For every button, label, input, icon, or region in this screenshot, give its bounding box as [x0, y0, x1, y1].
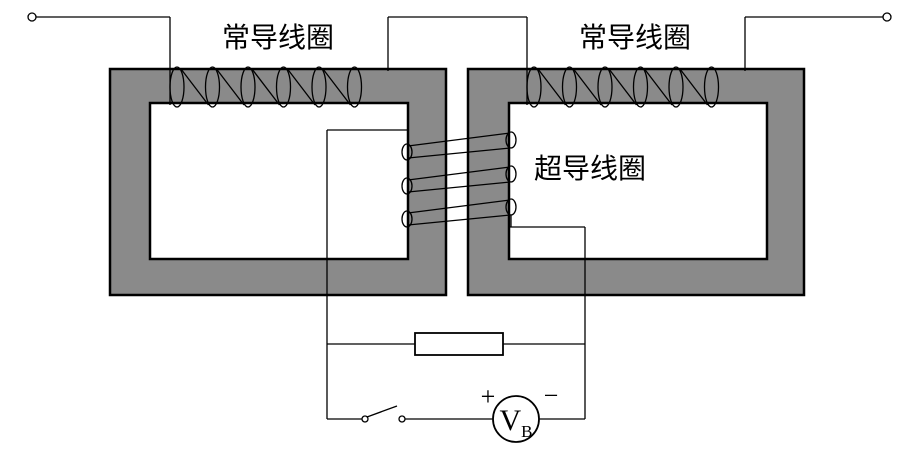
coil-connector	[679, 68, 709, 106]
super-coil-loop-left	[401, 177, 413, 195]
right-normal-coil	[526, 12, 892, 108]
source-plus: +	[481, 382, 496, 411]
left-normal-coil	[27, 12, 528, 108]
super-coil-windings	[401, 130, 517, 228]
super-coil-loop-right	[505, 165, 517, 183]
switch-source-branch: VB + −	[327, 381, 585, 443]
coil-connector	[608, 68, 638, 106]
resistor-branch	[327, 332, 585, 356]
right-core-window	[507, 101, 769, 261]
coil-turn	[204, 66, 221, 108]
super-coil-span	[407, 214, 511, 226]
coil-turn	[597, 66, 613, 108]
coil-turn	[632, 66, 649, 108]
switch-contact-left	[361, 415, 369, 423]
left-core	[108, 67, 448, 297]
coil-turn	[240, 66, 256, 108]
coil-turn	[561, 66, 578, 108]
switch-contact-right	[398, 415, 406, 423]
left-coil-label: 常导线圈	[222, 21, 334, 54]
right-terminal	[882, 12, 892, 22]
super-coil-span	[407, 132, 511, 147]
coil-connector	[643, 68, 673, 106]
coil-connector	[215, 68, 245, 106]
coil-connector	[180, 68, 210, 106]
coil-connector	[537, 68, 567, 106]
coil-connector	[286, 68, 316, 106]
super-coil-label: 超导线圈	[534, 152, 646, 185]
coil-turn	[703, 66, 720, 108]
superconducting-coil	[326, 129, 586, 419]
resistor	[414, 332, 504, 356]
coil-turn	[311, 66, 327, 108]
super-coil-span	[407, 166, 511, 181]
coil-turn	[275, 66, 292, 108]
switch-blade	[366, 405, 398, 418]
super-coil-span	[407, 147, 511, 159]
super-coil-loop-left	[401, 210, 413, 228]
coil-turn	[526, 66, 542, 108]
coil-turn	[668, 66, 684, 108]
source-letter: VB	[499, 404, 532, 441]
super-coil-loop-right	[505, 131, 517, 149]
source-minus: −	[544, 381, 559, 410]
coil-connector	[322, 68, 352, 106]
super-coil-span	[407, 199, 511, 214]
left-terminal	[27, 12, 37, 22]
super-coil-loop-left	[401, 143, 413, 161]
right-coil-label: 常导线圈	[579, 21, 691, 54]
coil-connector	[251, 68, 281, 106]
coil-connector	[572, 68, 602, 106]
left-core-window	[148, 101, 410, 261]
super-coil-span	[407, 181, 511, 193]
right-core	[466, 67, 806, 297]
coil-turn	[346, 66, 363, 108]
right-coil-windings	[526, 66, 720, 108]
